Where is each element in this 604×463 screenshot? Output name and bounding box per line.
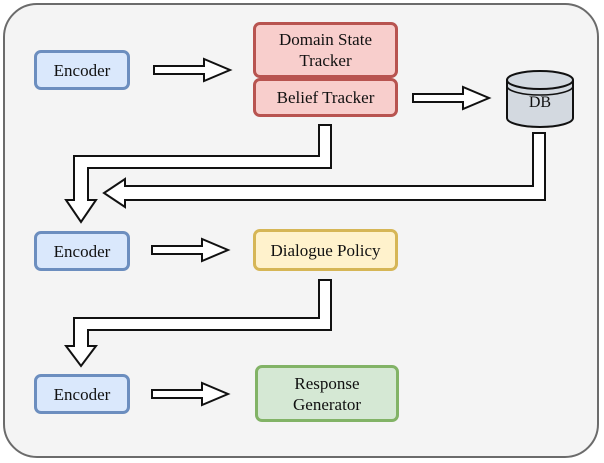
encoder-node-2: Encoder [34,231,130,271]
arrow-belief-to-encoder2 [64,124,332,224]
arrow-db-to-encoder2 [102,132,546,209]
arrow-encoder3-to-generator [151,381,231,407]
domain-state-tracker-node: Domain State Tracker [253,22,398,78]
encoder-node-1: Encoder [34,50,130,90]
response-generator-node: Response Generator [255,365,399,422]
belief-tracker-node: Belief Tracker [253,78,398,117]
arrow-belief-to-db [412,85,492,111]
dialogue-policy-node: Dialogue Policy [253,229,398,271]
arrow-encoder2-to-policy [151,237,231,263]
database-cylinder [506,70,574,128]
encoder-node-3: Encoder [34,374,130,414]
arrow-encoder1-to-tracker [153,57,233,83]
arrow-policy-to-encoder3 [64,279,332,368]
database-label: DB [528,94,552,111]
